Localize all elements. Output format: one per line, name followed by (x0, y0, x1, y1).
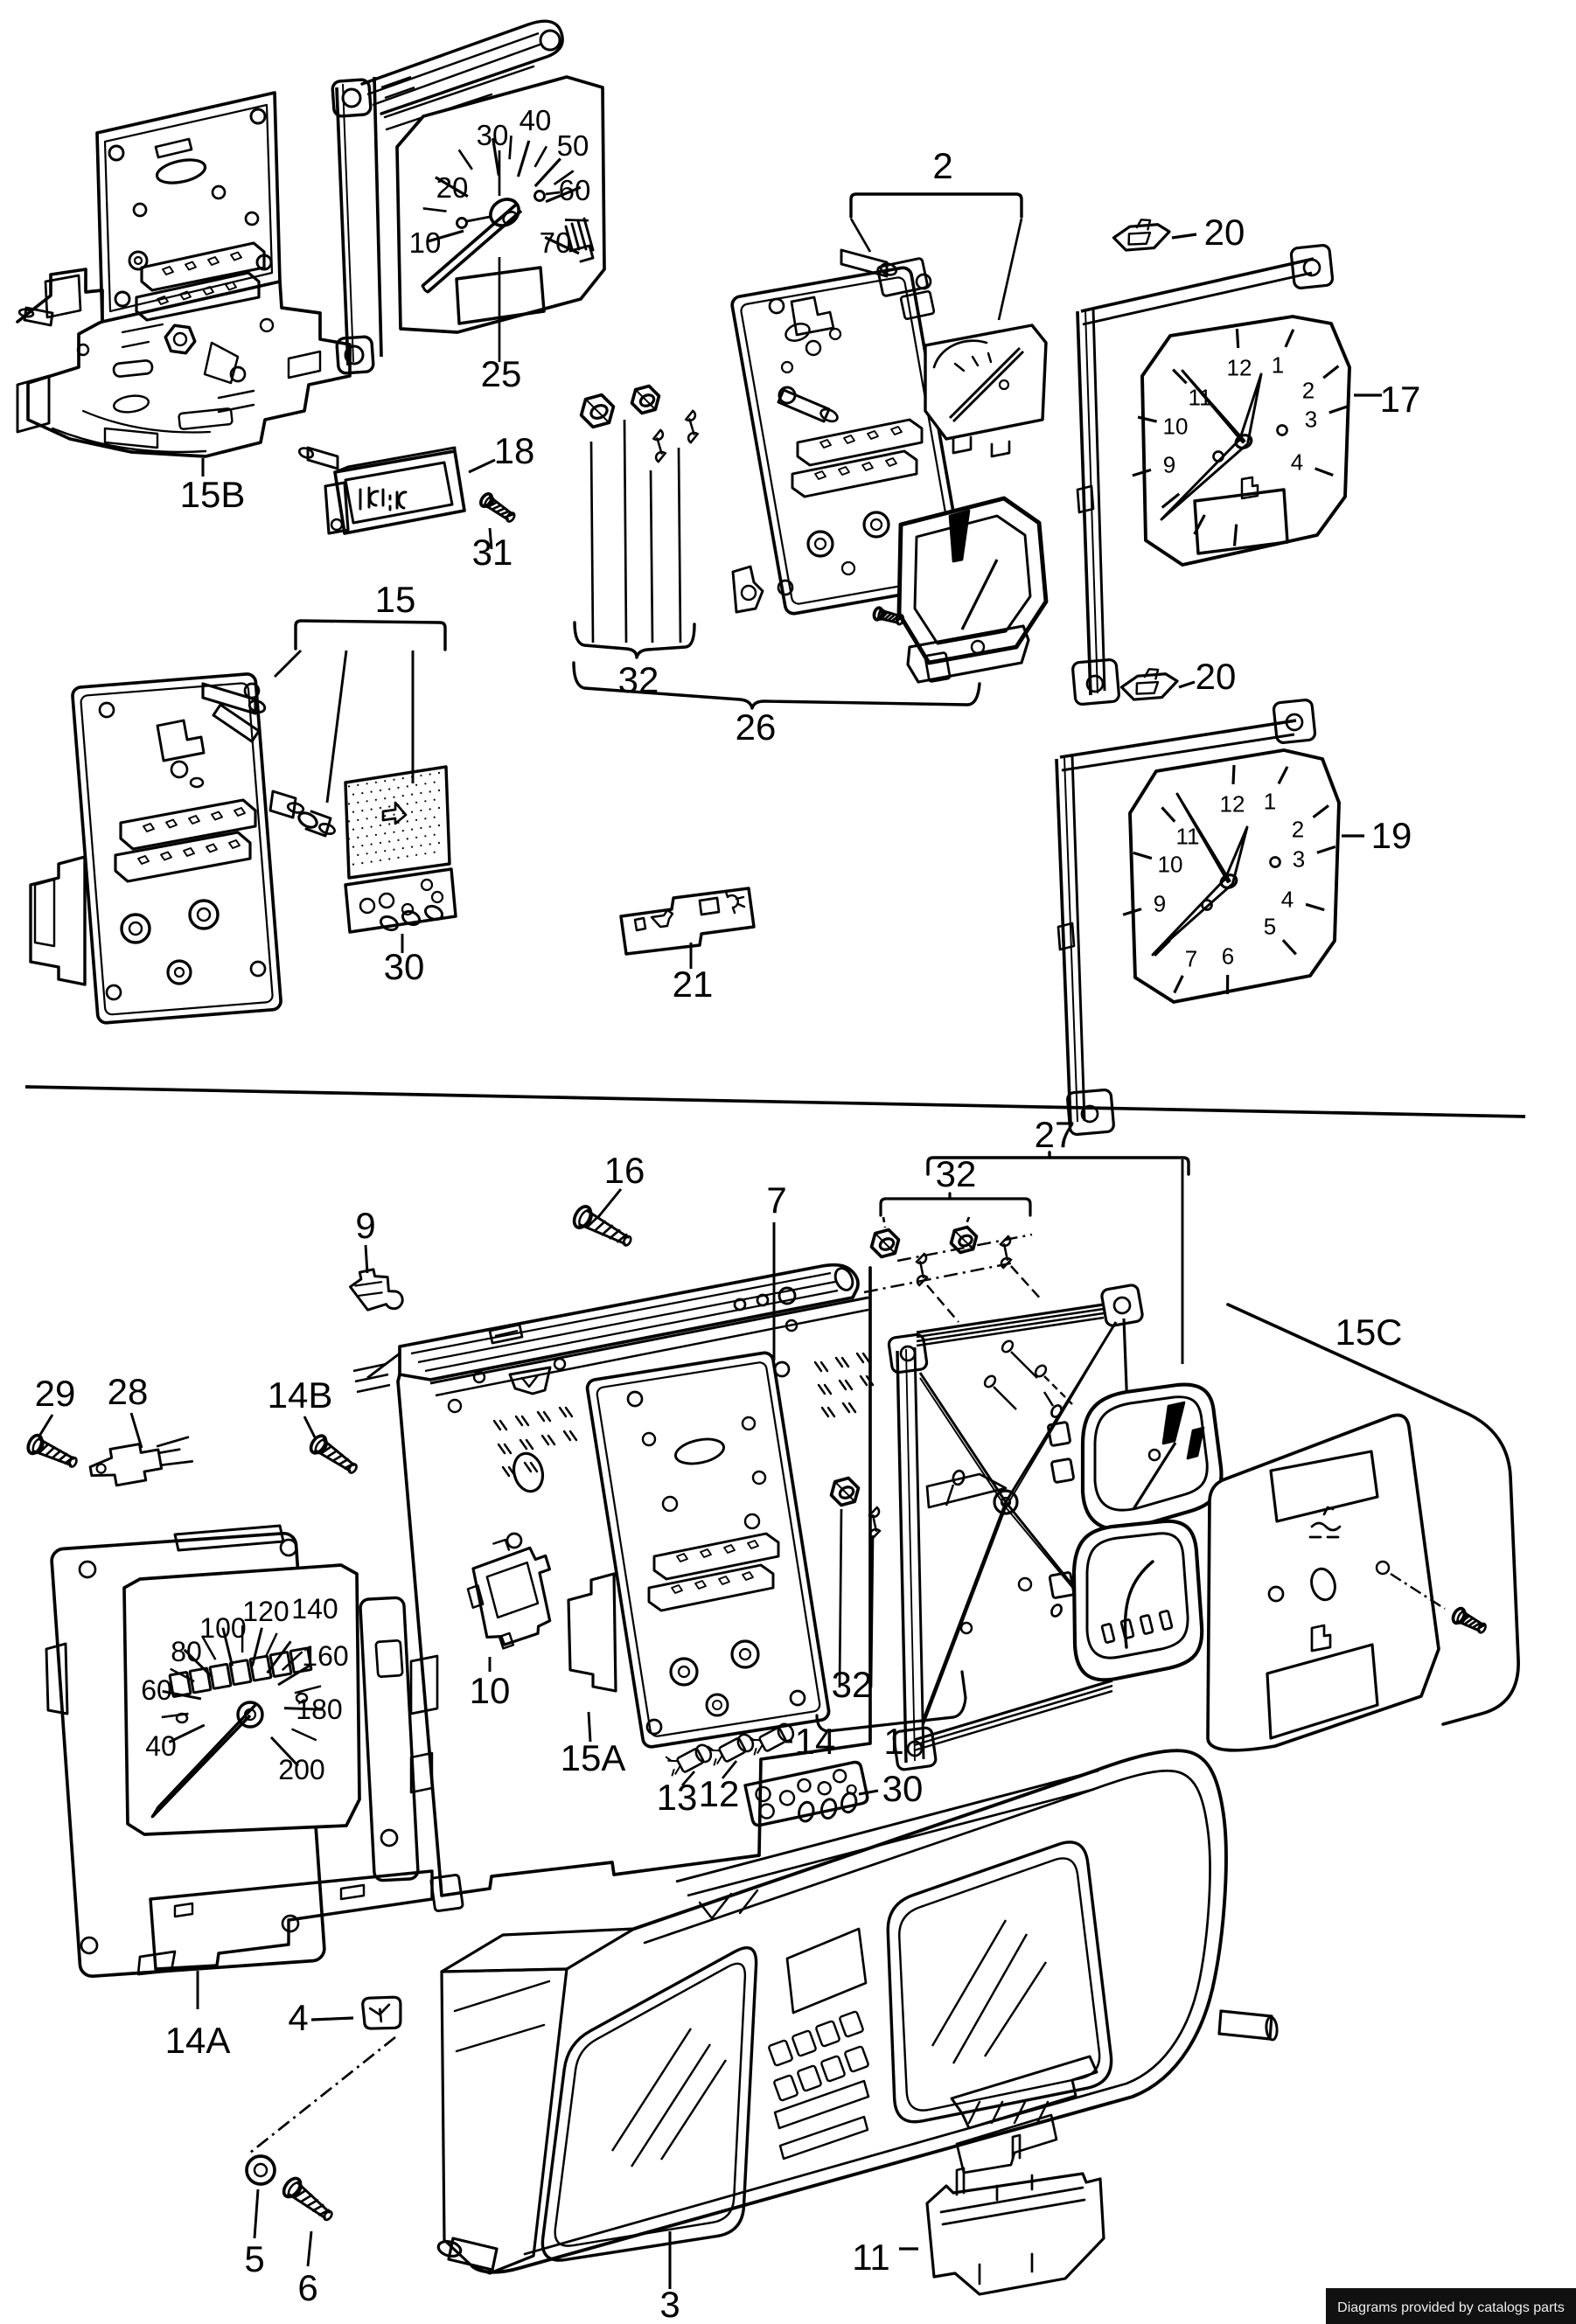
svg-text:15C: 15C (1335, 1312, 1402, 1353)
svg-text:Diagrams provided by catalogs: Diagrams provided by catalogs parts (1337, 2300, 1565, 2315)
svg-text:32: 32 (936, 1153, 977, 1194)
svg-text:7: 7 (1185, 945, 1197, 971)
svg-text:1: 1 (1272, 351, 1284, 378)
svg-text:16: 16 (604, 1150, 645, 1191)
svg-text:19: 19 (1371, 815, 1412, 856)
svg-text:1: 1 (883, 1721, 903, 1762)
svg-text:6: 6 (297, 2267, 317, 2308)
svg-text:6: 6 (1222, 943, 1234, 969)
svg-text:40: 40 (520, 104, 552, 136)
svg-text:15B: 15B (180, 474, 246, 515)
svg-text:20: 20 (1196, 656, 1237, 697)
svg-text:7: 7 (766, 1179, 786, 1221)
svg-text:3: 3 (1305, 406, 1317, 432)
svg-text:1: 1 (1264, 788, 1276, 814)
svg-text:200: 200 (278, 1754, 324, 1785)
svg-text:30: 30 (882, 1768, 924, 1809)
svg-text:9: 9 (1163, 451, 1175, 477)
svg-text:18: 18 (494, 430, 535, 471)
svg-text:14: 14 (795, 1721, 836, 1762)
svg-text:13: 13 (657, 1777, 698, 1818)
svg-text:9: 9 (355, 1205, 375, 1246)
svg-text:140: 140 (291, 1593, 338, 1625)
svg-text:2: 2 (1302, 377, 1314, 403)
svg-text:3: 3 (1293, 845, 1305, 872)
svg-text:3: 3 (659, 2284, 680, 2324)
svg-text:15A: 15A (561, 1737, 626, 1778)
svg-text:12: 12 (1220, 790, 1245, 817)
svg-text:30: 30 (384, 946, 425, 987)
svg-text:21: 21 (673, 964, 714, 1005)
svg-text:4: 4 (1281, 886, 1294, 912)
svg-text:30: 30 (477, 119, 509, 151)
svg-text:10: 10 (409, 226, 442, 259)
svg-text:10: 10 (1163, 413, 1189, 439)
svg-text:26: 26 (736, 706, 777, 748)
svg-text:17: 17 (1380, 379, 1421, 420)
svg-text:28: 28 (108, 1371, 149, 1412)
svg-text:9: 9 (1154, 890, 1166, 916)
svg-text:27: 27 (1035, 1114, 1076, 1155)
svg-text:11: 11 (852, 2237, 890, 2278)
svg-text:14B: 14B (268, 1374, 333, 1416)
svg-text:10: 10 (470, 1670, 511, 1711)
svg-text:31: 31 (472, 532, 513, 573)
svg-text:5: 5 (244, 2238, 264, 2279)
svg-text:2: 2 (1292, 816, 1304, 842)
svg-text:2: 2 (932, 145, 952, 186)
svg-text:25: 25 (481, 353, 522, 394)
svg-text:10: 10 (1158, 851, 1183, 877)
svg-text:11: 11 (1189, 384, 1212, 410)
svg-text:5: 5 (1264, 913, 1276, 939)
svg-text:40: 40 (145, 1730, 177, 1762)
svg-text:60: 60 (141, 1674, 172, 1706)
svg-text:120: 120 (242, 1596, 289, 1627)
svg-text:29: 29 (35, 1373, 76, 1414)
svg-text:15: 15 (375, 579, 416, 620)
svg-text:20: 20 (1204, 212, 1245, 253)
svg-text:12: 12 (699, 1773, 740, 1814)
svg-text:50: 50 (557, 129, 589, 162)
svg-text:32: 32 (832, 1664, 873, 1705)
svg-text:12: 12 (1227, 354, 1252, 380)
svg-text:4: 4 (1291, 449, 1303, 475)
svg-text:4: 4 (288, 1997, 308, 2038)
svg-text:14A: 14A (165, 2020, 231, 2061)
